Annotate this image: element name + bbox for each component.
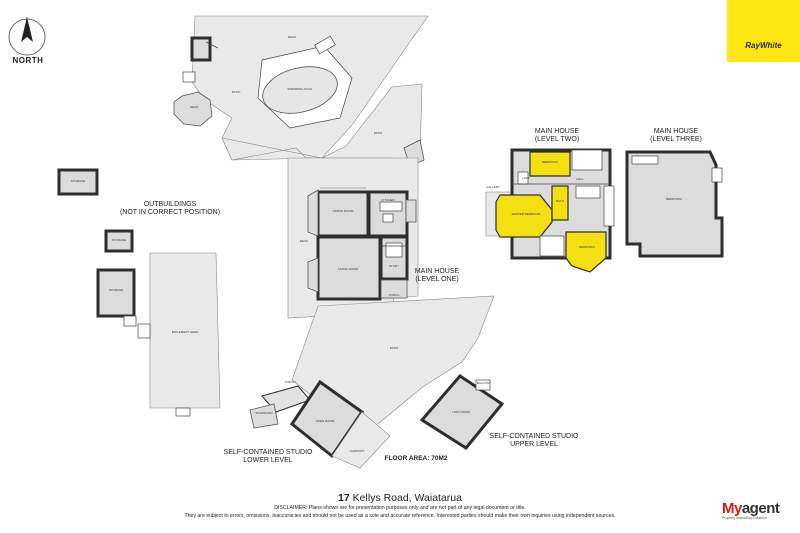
disclaimer-line-1: DISCLAIMER: Plans shown are for presenta… (274, 505, 526, 511)
myagent-logo-text: Myagent (722, 500, 792, 517)
room-label-loft: LOFT (522, 176, 530, 180)
room-label-carport: CARPORT (349, 449, 365, 453)
room-label-master-bedroom: MASTER BEDROOM (511, 212, 541, 216)
room-label-bedroom-level-three: BEDROOM (666, 197, 682, 201)
room-label-dining-room: DINING ROOM (332, 209, 354, 213)
room-label-deck: DECK (287, 35, 297, 39)
compass-icon (8, 17, 46, 56)
room-label-loft-room: LOFT ROOM (452, 410, 470, 414)
address-street: Kellys Road, Waiatarua (352, 492, 462, 504)
room-label-patio: PATIO (231, 90, 241, 94)
studio-upper-area (419, 374, 505, 450)
property-address: 17 Kellys Road, Waiatarua (250, 492, 550, 504)
room-label-bedroom: BEDROOM (579, 245, 595, 249)
room-label-storage: STORAGE (70, 179, 86, 183)
room-label-storage: STORAGE (108, 288, 124, 292)
outbuildings (57, 168, 221, 417)
room-label-swimming-pool: SWIMMING POOL (287, 87, 313, 91)
main-house-level-one (287, 157, 419, 319)
room-label-gallery: GALLERY (486, 185, 500, 189)
room-label-patio-lower: PATIO (389, 346, 399, 350)
floor-area-label: FLOOR AREA: 70M2 (384, 455, 448, 462)
compass-label: NORTH (12, 56, 44, 65)
section-label-main-level-two: MAIN HOUSE (LEVEL TWO) (534, 128, 580, 144)
room-label-open-room: OPEN ROOM (315, 419, 335, 423)
disclaimer-line-2: They are subject to errors, omissions, i… (184, 513, 616, 519)
section-label-main-level-three: MAIN HOUSE (LEVEL THREE) (650, 128, 702, 144)
raywhite-logo: RayWhite (727, 0, 800, 62)
room-label-bath: BATH (556, 199, 564, 203)
pool-deck-area (173, 15, 429, 171)
room-label-hall: HALL (576, 177, 584, 181)
myagent-logo-prefix: My (722, 500, 742, 517)
main-house-level-two (485, 148, 615, 273)
myagent-logo: Myagent Property Marketing Solutions (722, 500, 792, 520)
room-label-porch: PORCH (388, 293, 400, 297)
myagent-tagline: Property Marketing Solutions (722, 516, 767, 520)
room-label-kitchen: KITCHEN (381, 198, 395, 202)
room-label-deck-left: DECK (299, 239, 309, 243)
room-label-balcony: BALCONY (476, 381, 492, 385)
myagent-logo-suffix: agent (741, 500, 780, 517)
section-label-main-level-one: MAIN HOUSE (LEVEL ONE) (414, 268, 460, 284)
section-label-studio-upper: SELF-CONTAINED STUDIO UPPER LEVEL (489, 433, 579, 449)
address-number: 17 (338, 492, 350, 504)
main-house-level-three (625, 150, 724, 258)
studio-lower-area (249, 295, 495, 469)
section-label-studio-lower: SELF-CONTAINED STUDIO LOWER LEVEL (223, 449, 313, 465)
section-label-outbuildings: OUTBUILDINGS (NOT IN CORRECT POSITION) (119, 201, 221, 217)
room-label-bathroom: BATHROOM (255, 411, 273, 415)
room-label-study: STUDY (388, 264, 400, 268)
room-label-patio-right: PATIO (373, 131, 383, 135)
room-label-porch-studio: PORCH (284, 380, 296, 384)
raywhite-logo-text: RayWhite (745, 41, 782, 50)
room-label-deck-octagon: DECK (189, 105, 199, 109)
room-label-implement-shed: IMPLEMENT SHED (171, 330, 199, 334)
room-label-bedroom: BEDROOM (542, 160, 558, 164)
room-label-storage: STORAGE (111, 238, 127, 242)
room-label-living-room: LIVING ROOM (337, 267, 358, 271)
